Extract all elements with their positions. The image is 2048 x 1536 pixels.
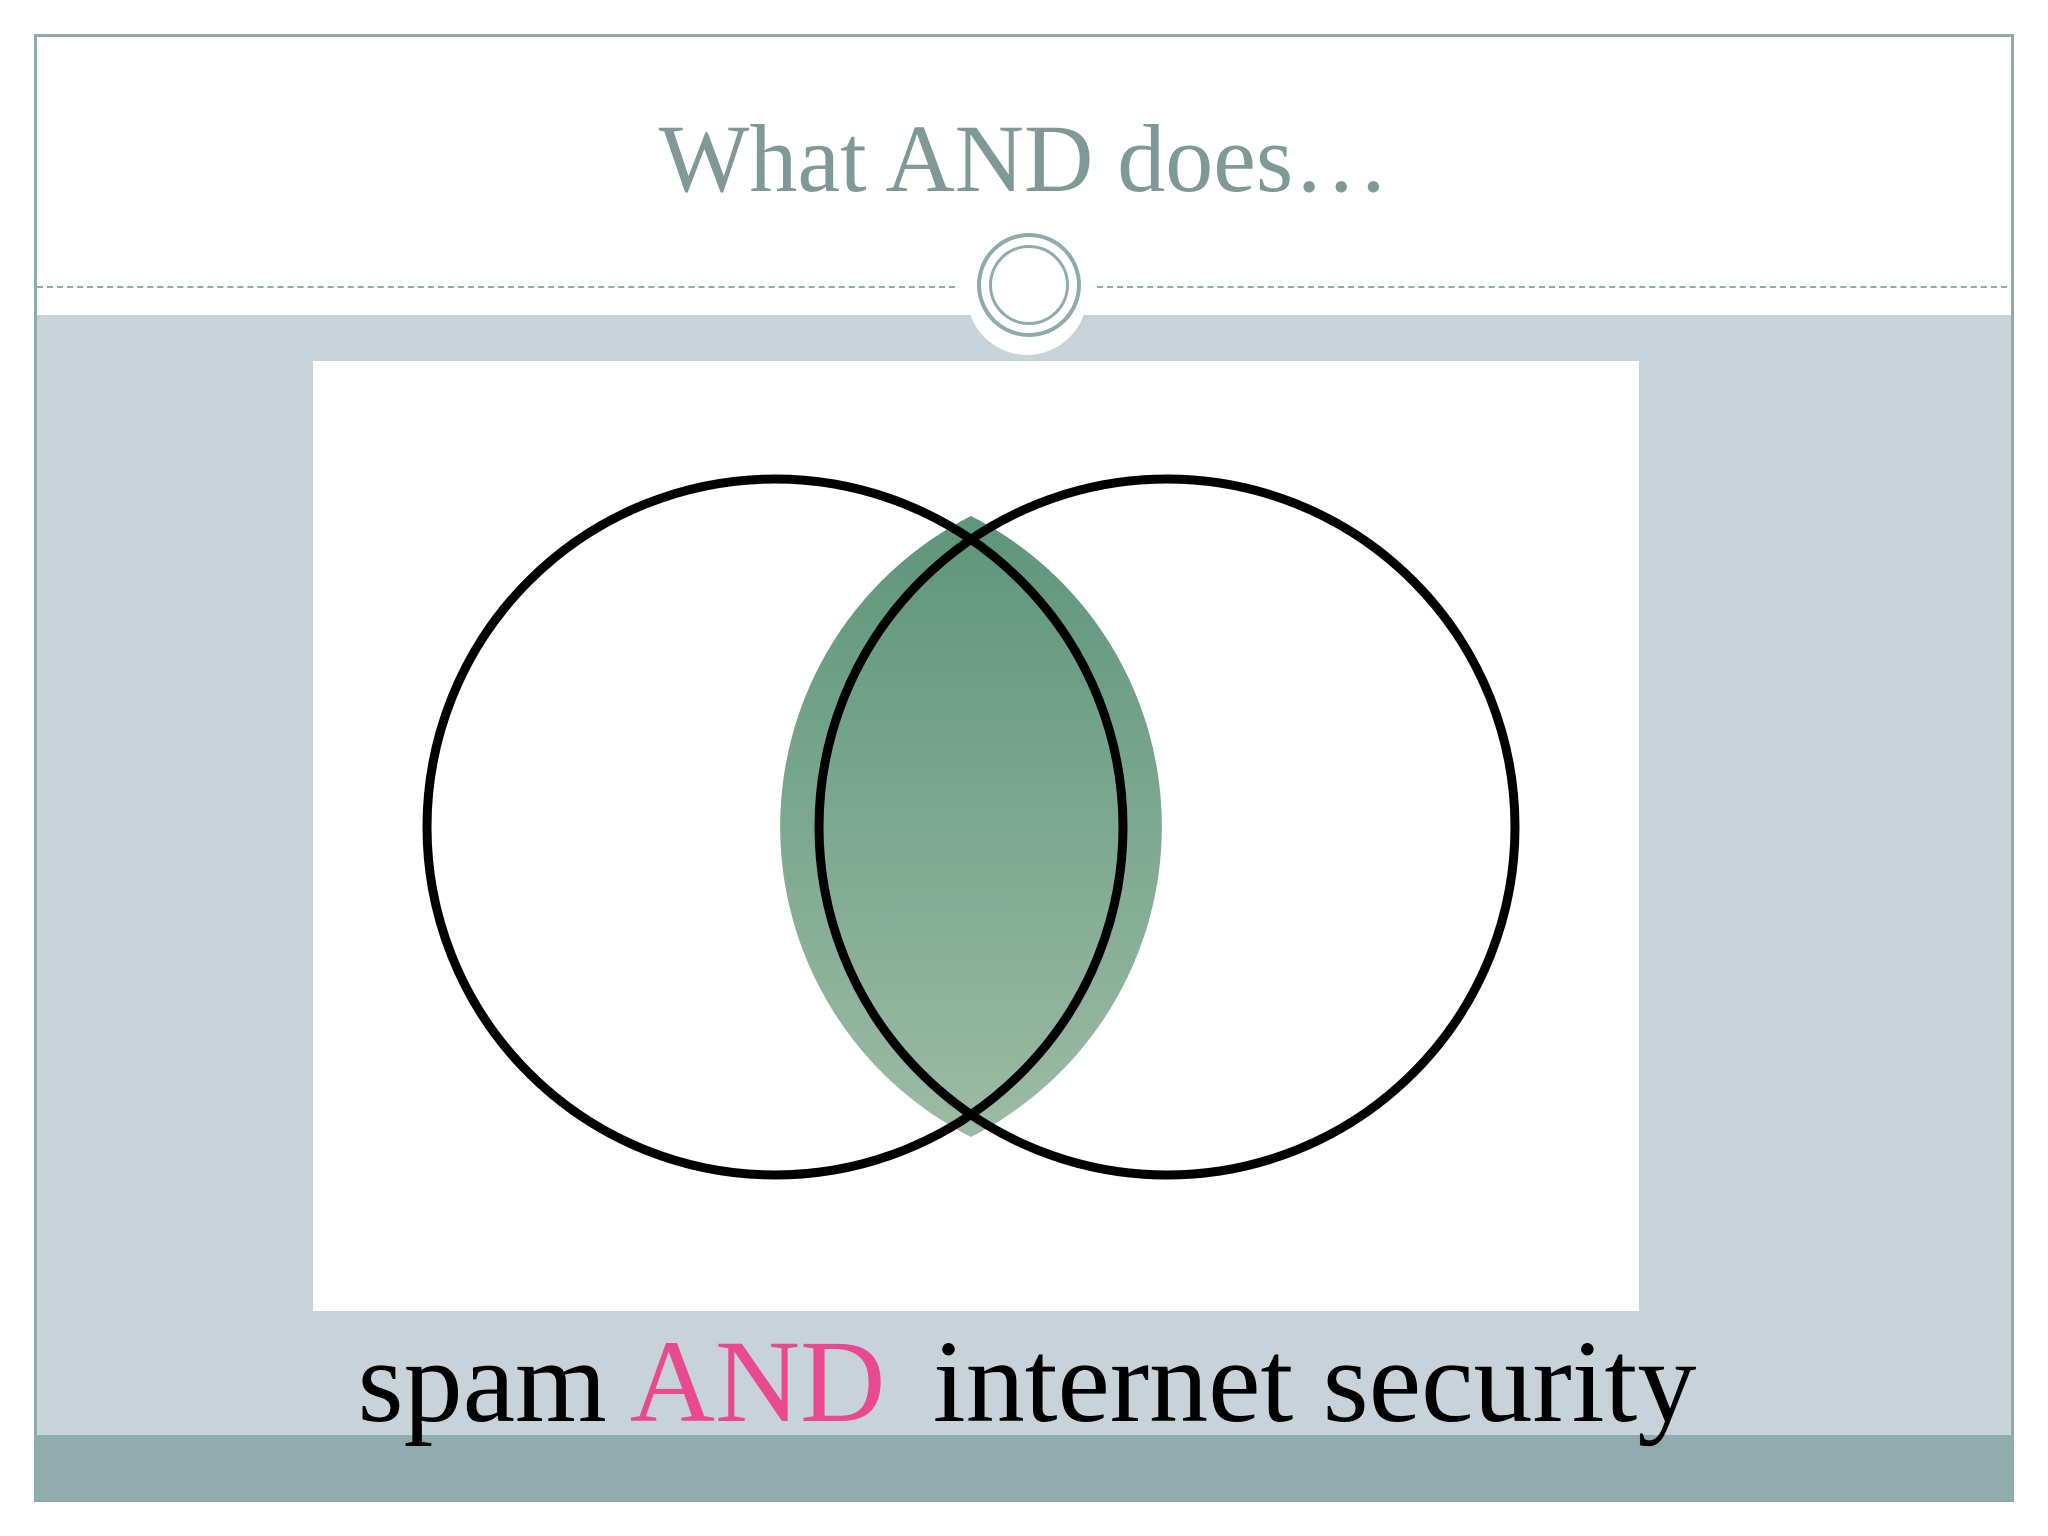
venn-diagram-panel bbox=[313, 361, 1639, 1311]
slide: What AND does… spam AND internet securit… bbox=[34, 34, 2014, 1502]
double-ring-ornament-icon bbox=[977, 233, 1081, 337]
caption-term-left: spam bbox=[357, 1316, 607, 1447]
caption-operator: AND bbox=[629, 1316, 886, 1447]
caption-term-right: internet security bbox=[932, 1316, 1697, 1447]
footer-band bbox=[37, 1435, 2011, 1499]
left-circle bbox=[422, 474, 1128, 1180]
venn-diagram bbox=[422, 474, 1520, 1180]
title-divider-left bbox=[37, 286, 955, 288]
right-circle bbox=[814, 474, 1520, 1180]
boolean-caption: spam AND internet security bbox=[37, 1316, 2011, 1447]
title-divider-right bbox=[1097, 286, 2011, 288]
intersection-region bbox=[780, 516, 1162, 1137]
ornament-inner-ring bbox=[989, 245, 1069, 325]
slide-title: What AND does… bbox=[658, 105, 1390, 212]
